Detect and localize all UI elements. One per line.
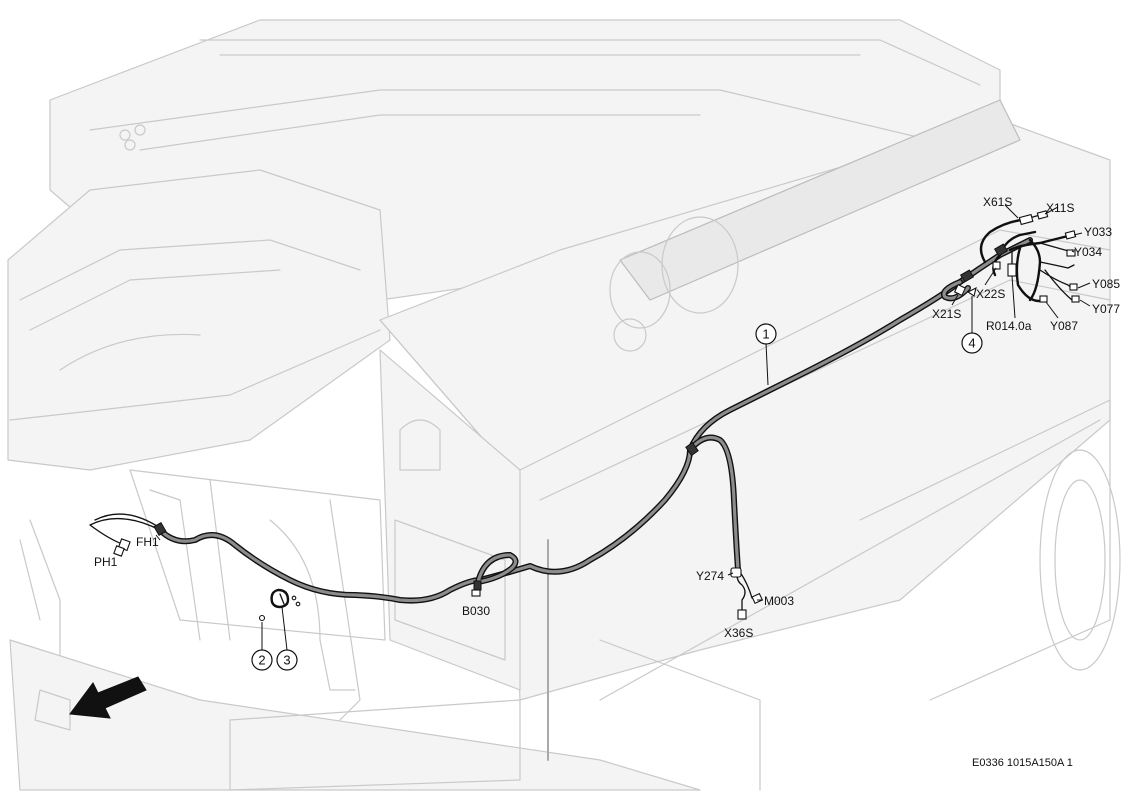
machine-hood	[7, 169, 391, 471]
label-x11s: X11S	[1046, 201, 1074, 215]
right-end-connectors	[953, 210, 1080, 303]
label-x22s: X22S	[976, 287, 1005, 301]
callout-4-text: 4	[968, 336, 975, 351]
harness-clip	[270, 588, 290, 609]
b030-connector	[471, 589, 481, 597]
leader-lines	[155, 204, 1091, 651]
label-m003: M003	[764, 594, 794, 608]
main-harness	[157, 237, 1033, 604]
callout-1: 1	[755, 323, 777, 345]
m003-connector	[751, 592, 764, 605]
y274-connector	[730, 567, 742, 578]
label-ph1: PH1	[94, 555, 118, 569]
label-y033: Y033	[1084, 225, 1112, 239]
callout-2: 2	[251, 649, 273, 671]
machine-chassis	[9, 639, 701, 791]
label-y087: Y087	[1050, 319, 1078, 333]
direction-arrow-icon	[69, 676, 147, 719]
callout-3: 3	[276, 649, 298, 671]
y077-connector	[1071, 295, 1080, 303]
callout-2-text: 2	[258, 653, 265, 668]
x11s-connector	[1036, 210, 1049, 220]
lower-branch-connectors	[730, 567, 764, 620]
machine-background	[7, 19, 1121, 791]
callout-3-text: 3	[283, 653, 290, 668]
label-y034: Y034	[1074, 245, 1102, 259]
x61s-connector	[1018, 213, 1034, 226]
label-x36s: X36S	[724, 626, 753, 640]
b030-connector-group	[471, 580, 482, 597]
label-x21s: X21S	[932, 307, 961, 321]
cable-tie	[966, 286, 977, 297]
label-y274: Y274	[696, 569, 724, 583]
x36s-connector	[737, 609, 747, 620]
ph1-connector	[113, 545, 125, 557]
callout-1-text: 1	[762, 327, 769, 342]
label-fh1: FH1	[136, 535, 159, 549]
connector-labels: X61S X11S Y033 Y034 Y085 Y077 Y087 X22S …	[94, 195, 1120, 640]
y087-connector	[1039, 295, 1048, 303]
left-end-connectors	[89, 513, 167, 557]
screw	[258, 614, 266, 622]
x21s-connector	[953, 283, 967, 297]
label-b030: B030	[462, 604, 490, 618]
x22s-connector	[992, 261, 1001, 270]
y034-connector	[1066, 249, 1076, 257]
machine-side-panel	[379, 349, 521, 691]
label-r014: R014.0a	[986, 319, 1032, 333]
clip-parts	[258, 588, 301, 622]
figure-reference: E0336 1015A150A 1	[972, 757, 1073, 769]
label-y085: Y085	[1092, 277, 1120, 291]
r014-connector	[1007, 263, 1017, 277]
callout-4: 4	[961, 332, 983, 354]
y033-connector	[1064, 230, 1077, 240]
y085-connector	[1069, 283, 1078, 291]
label-y077: Y077	[1092, 302, 1120, 316]
label-x61s: X61S	[983, 195, 1012, 209]
machine-cylinder	[619, 99, 1021, 301]
